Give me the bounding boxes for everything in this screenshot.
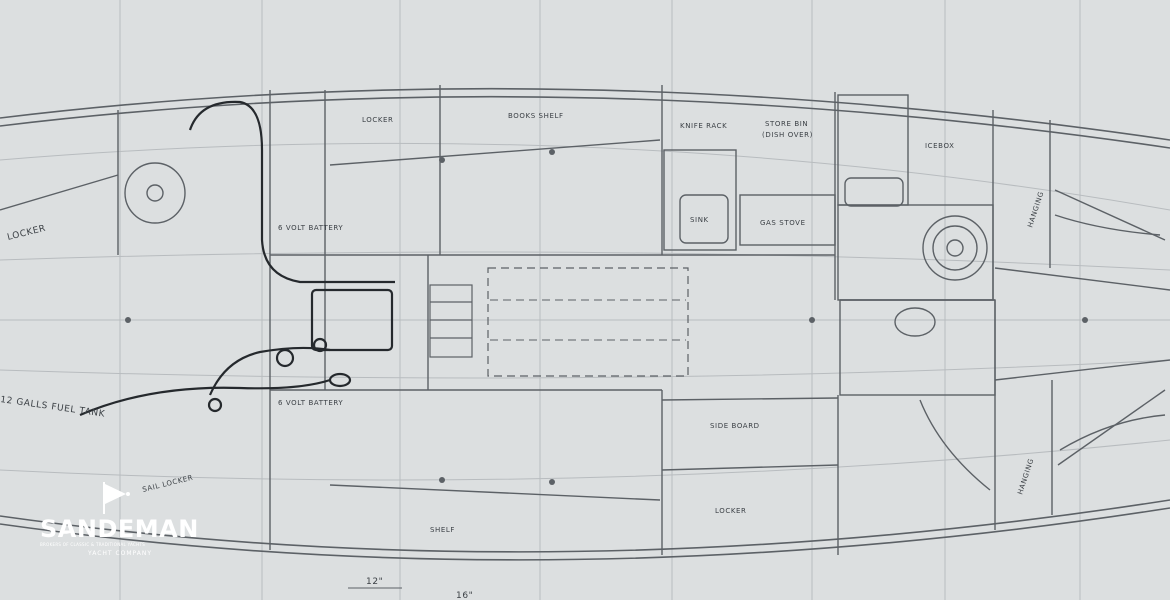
joint-markers <box>125 149 1088 485</box>
label-books-shelf: BOOKS SHELF <box>508 112 564 120</box>
logo-subtitle: YACHT COMPANY <box>88 550 153 557</box>
partitions <box>0 85 1170 555</box>
label-store-bin: STORE BIN <box>765 120 808 128</box>
label-locker-left: LOCKER <box>6 224 47 243</box>
appliances <box>124 162 1166 491</box>
dimension-12: 12" <box>366 577 383 587</box>
label-knife-rack: KNIFE RACK <box>680 122 727 130</box>
label-shelf: SHELF <box>430 526 455 534</box>
hull-outline <box>0 87 1170 561</box>
logo-tagline: BROKERS OF CLASSIC & TRADITIONAL YACHTS <box>40 542 146 547</box>
label-side-board: SIDE BOARD <box>710 422 760 430</box>
label-locker-top: LOCKER <box>362 116 394 124</box>
label-gas-stove: GAS STOVE <box>760 219 806 227</box>
label-battery-bottom: 6 VOLT BATTERY <box>278 399 343 407</box>
label-hanging-top: HANGING <box>1026 190 1045 228</box>
label-icebox: ICEBOX <box>925 142 955 150</box>
label-fuel-tank: 12 GALLS FUEL TANK <box>0 395 106 420</box>
companion-ladder <box>429 284 473 358</box>
sandeman-logo: SANDEMAN BROKERS OF CLASSIC & TRADITIONA… <box>36 480 198 560</box>
sail-flag-icon <box>103 482 130 514</box>
label-locker-bottom: LOCKER <box>715 507 747 515</box>
engine-piping <box>79 100 395 417</box>
label-battery-top: 6 VOLT BATTERY <box>278 224 343 232</box>
logo-wordmark: SANDEMAN <box>40 515 199 543</box>
label-store-bin-sub: (DISH OVER) <box>762 131 813 139</box>
dimension-16: 16" <box>456 591 473 600</box>
saloon-table <box>487 267 689 377</box>
label-sink: SINK <box>690 216 709 224</box>
label-hanging-bottom: HANGING <box>1016 457 1035 495</box>
